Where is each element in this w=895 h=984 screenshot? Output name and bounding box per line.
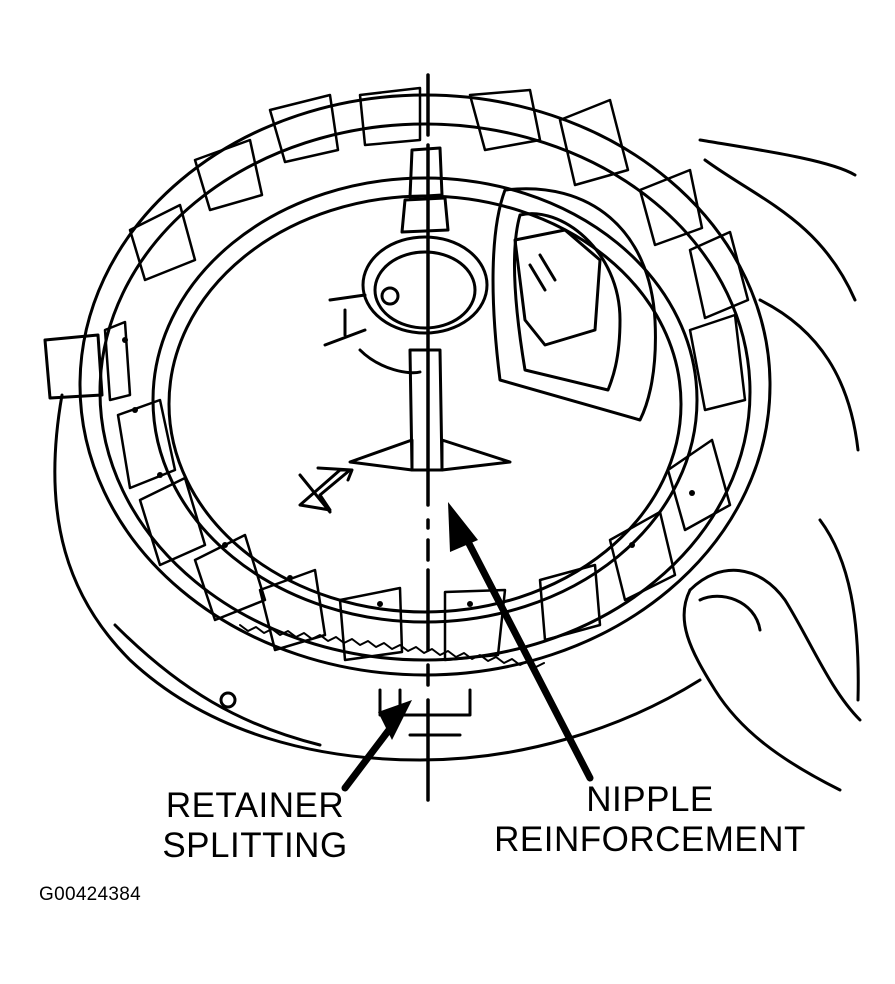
nipple-label-line1: NIPPLE [586,780,714,819]
retaining-ring [45,88,770,675]
retainer-splitting-label: RETAINER SPLITTING [145,786,365,866]
retainer-label-line2: SPLITTING [162,826,348,865]
pump-center-assembly [325,148,510,470]
figure-code: G00424384 [39,884,142,905]
nipple-reinforcement-label: NIPPLE REINFORCEMENT [460,780,840,860]
rotation-direction-arrow [300,468,352,512]
nipple-label-line2: REINFORCEMENT [494,820,806,859]
finger [684,570,860,790]
leader-arrow-retainer [345,700,412,788]
electrical-connector [493,189,655,420]
leader-arrow-nipple [448,502,590,778]
retainer-label-line1: RETAINER [165,786,345,825]
